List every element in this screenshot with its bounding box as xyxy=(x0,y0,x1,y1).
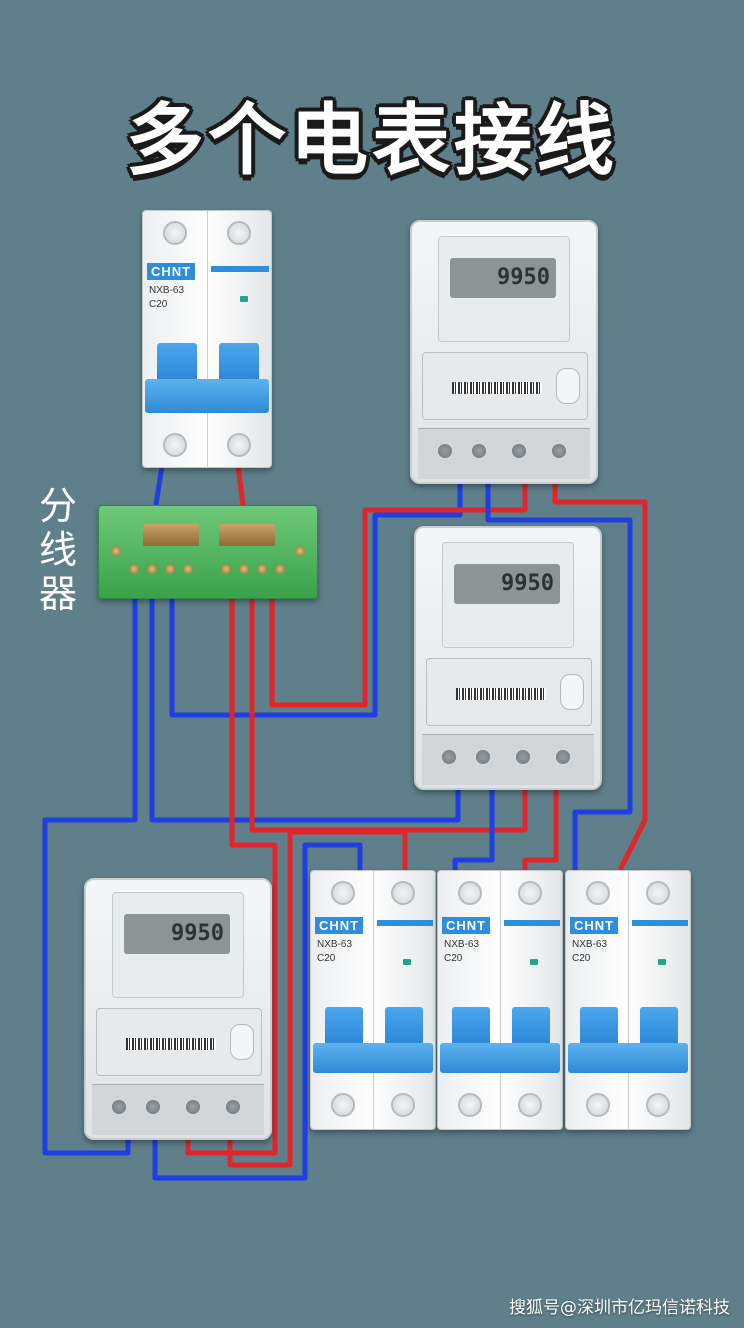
breaker-rating: C20 xyxy=(572,953,591,964)
wire-bot-meter-neutral-out xyxy=(152,842,363,1181)
breaker-rating: C20 xyxy=(317,953,336,964)
breaker-handle xyxy=(640,1007,678,1047)
screw-icon xyxy=(391,881,415,905)
screw-icon xyxy=(331,1093,355,1117)
screw-icon xyxy=(458,881,482,905)
wire-mid-meter-live-out xyxy=(522,785,559,870)
screw-icon xyxy=(646,881,670,905)
breaker-brand: CHNT xyxy=(442,917,491,934)
screw-icon xyxy=(331,881,355,905)
screw-icon xyxy=(227,221,251,245)
breaker-handle xyxy=(219,343,259,383)
screw-icon xyxy=(518,1093,542,1117)
wire-splitter xyxy=(98,505,318,599)
barcode xyxy=(456,688,546,700)
splitter-label: 分 线 器 xyxy=(34,484,82,616)
seal-knob xyxy=(560,674,584,710)
indicator-led xyxy=(240,296,248,302)
branch-breaker-1: CHNT NXB-63 C20 xyxy=(310,870,436,1130)
indicator-led xyxy=(530,959,538,965)
wire-bot-meter-live-out xyxy=(227,829,408,1168)
seal-knob xyxy=(230,1024,254,1060)
indicator-led xyxy=(658,959,666,965)
wire-top-meter-live xyxy=(269,480,528,708)
breaker-handle xyxy=(325,1007,363,1047)
wire-top-meter-neutral-out xyxy=(485,480,633,870)
breaker-handle xyxy=(157,343,197,383)
barcode xyxy=(126,1038,216,1050)
breaker-model: NXB-63 xyxy=(572,939,608,950)
screw-icon xyxy=(458,1093,482,1117)
splitter-label-char-1: 分 xyxy=(38,484,77,528)
breaker-rating: C20 xyxy=(149,299,168,310)
wire-bot-meter-live xyxy=(185,595,278,1156)
barcode xyxy=(452,382,542,394)
watermark: 搜狐号@深圳市亿玛信诺科技 xyxy=(509,1298,730,1318)
screw-icon xyxy=(163,221,187,245)
breaker-handle xyxy=(580,1007,618,1047)
breaker-rating: C20 xyxy=(444,953,463,964)
screw-icon xyxy=(391,1093,415,1117)
breaker-brand: CHNT xyxy=(147,263,196,280)
wire-main-neutral xyxy=(153,465,165,506)
wire-main-live xyxy=(235,465,246,506)
meter-display: 9950 xyxy=(454,564,560,604)
breaker-brand: CHNT xyxy=(570,917,619,934)
wire-mid-meter-neutral-out xyxy=(452,785,495,870)
splitter-label-char-3: 器 xyxy=(38,572,77,616)
screw-icon xyxy=(586,881,610,905)
splitter-label-char-2: 线 xyxy=(38,528,77,572)
breaker-model: NXB-63 xyxy=(149,285,185,296)
energy-meter-1: 9950 xyxy=(410,220,598,484)
wire-bot-meter-neutral xyxy=(42,595,138,1156)
energy-meter-2: 9950 xyxy=(414,526,602,790)
seal-knob xyxy=(556,368,580,404)
breaker-brand: CHNT xyxy=(315,917,364,934)
breaker-handle xyxy=(385,1007,423,1047)
branch-breaker-3: CHNT NXB-63 C20 xyxy=(565,870,691,1130)
breaker-handle xyxy=(512,1007,550,1047)
breaker-handle xyxy=(452,1007,490,1047)
indicator-led xyxy=(403,959,411,965)
branch-breaker-2: CHNT NXB-63 C20 xyxy=(437,870,563,1130)
screw-icon xyxy=(227,433,251,457)
screw-icon xyxy=(518,881,542,905)
screw-icon xyxy=(586,1093,610,1117)
breaker-model: NXB-63 xyxy=(317,939,353,950)
wire-mid-meter-neutral xyxy=(149,595,461,823)
page-title: 多个电表接线 xyxy=(125,96,618,186)
screw-icon xyxy=(646,1093,670,1117)
wire-top-meter-live-out xyxy=(552,480,648,872)
screw-icon xyxy=(163,433,187,457)
breaker-model: NXB-63 xyxy=(444,939,480,950)
meter-display: 9950 xyxy=(124,914,230,954)
meter-display: 9950 xyxy=(450,258,556,298)
main-breaker: CHNT NXB-63 C20 xyxy=(142,210,272,468)
energy-meter-3: 9950 xyxy=(84,878,272,1140)
